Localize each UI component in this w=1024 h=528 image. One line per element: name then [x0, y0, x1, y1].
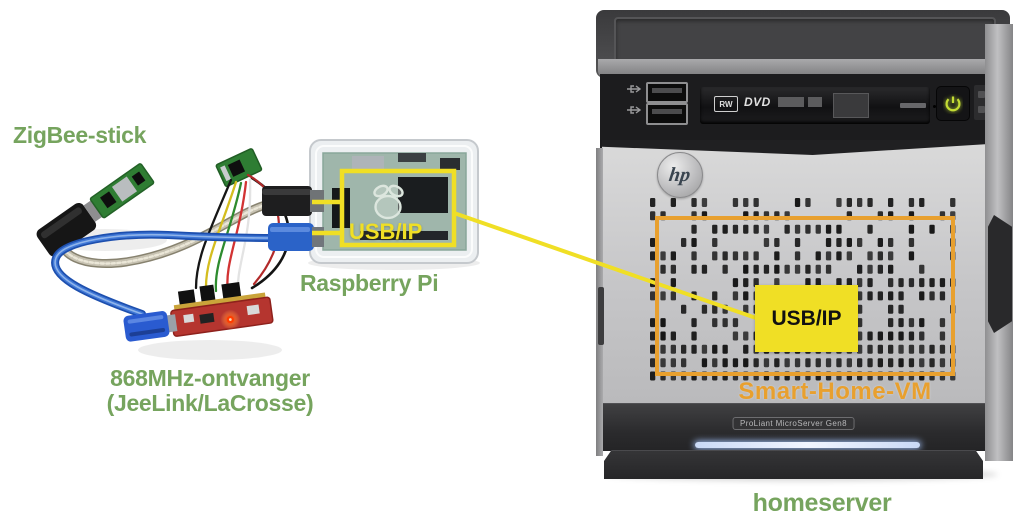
usb-port-2 — [646, 103, 688, 125]
usb-port-1 — [646, 82, 688, 103]
usbip-label-pi: USB/IP — [349, 219, 423, 244]
side-panel-recess — [988, 215, 1012, 333]
status-led-2 — [978, 106, 985, 113]
status-led-1 — [978, 91, 985, 98]
server-lower-bezel: ProLiant MicroServer Gen8 — [602, 403, 985, 451]
left-edge-notch — [598, 287, 604, 345]
zigbee-stick-label: ZigBee-stick — [13, 122, 147, 148]
server-lid-recess — [614, 17, 996, 63]
hp-logo: hp — [657, 152, 703, 198]
receiver-label: 868MHz-ontvanger (JeeLink/LaCrosse) — [75, 366, 345, 416]
usbip-label-server: USB/IP — [755, 285, 858, 352]
blue-usb-cable — [51, 230, 278, 318]
sensor-pcb — [215, 148, 263, 187]
dvd-label-sticker — [833, 93, 869, 118]
receiver-label-line2: (JeeLink/LaCrosse) — [106, 389, 314, 416]
jeelink-receiver-device — [123, 281, 274, 342]
server-bottom-drawer — [604, 450, 983, 479]
blue-usb-plug — [268, 223, 324, 251]
server-front-io-panel: RW DVD — [600, 74, 1008, 150]
dvd-cert-text2 — [808, 97, 822, 107]
power-button — [936, 86, 970, 121]
black-usb-plug — [262, 186, 324, 216]
zigbee-stick-device — [36, 163, 155, 257]
model-badge: ProLiant MicroServer Gen8 — [732, 417, 855, 430]
dvd-drive: RW DVD — [700, 87, 936, 124]
smart-home-vm-label: Smart-Home-VM — [738, 378, 932, 405]
dvd-rw-logo: RW — [714, 96, 738, 112]
server-front-face: hp — [602, 140, 985, 403]
health-led-bar — [695, 442, 920, 448]
braided-usb-cable — [57, 198, 277, 269]
power-icon — [945, 96, 961, 111]
usb-icon — [627, 85, 642, 114]
dvd-cert-text — [778, 97, 804, 107]
receiver-label-line1: 868MHz-ontvanger — [110, 365, 310, 391]
dvd-logo: DVD — [744, 95, 771, 109]
ventilation-perforation — [650, 198, 956, 381]
dvd-eject-button — [900, 103, 926, 108]
homeserver-label: homeserver — [752, 489, 892, 517]
raspberry-logo — [373, 184, 404, 220]
server-lid-bevel — [598, 59, 1008, 77]
dvd-pinhole — [933, 105, 936, 108]
raspberry-pi-label: Raspberry Pi — [300, 270, 439, 296]
